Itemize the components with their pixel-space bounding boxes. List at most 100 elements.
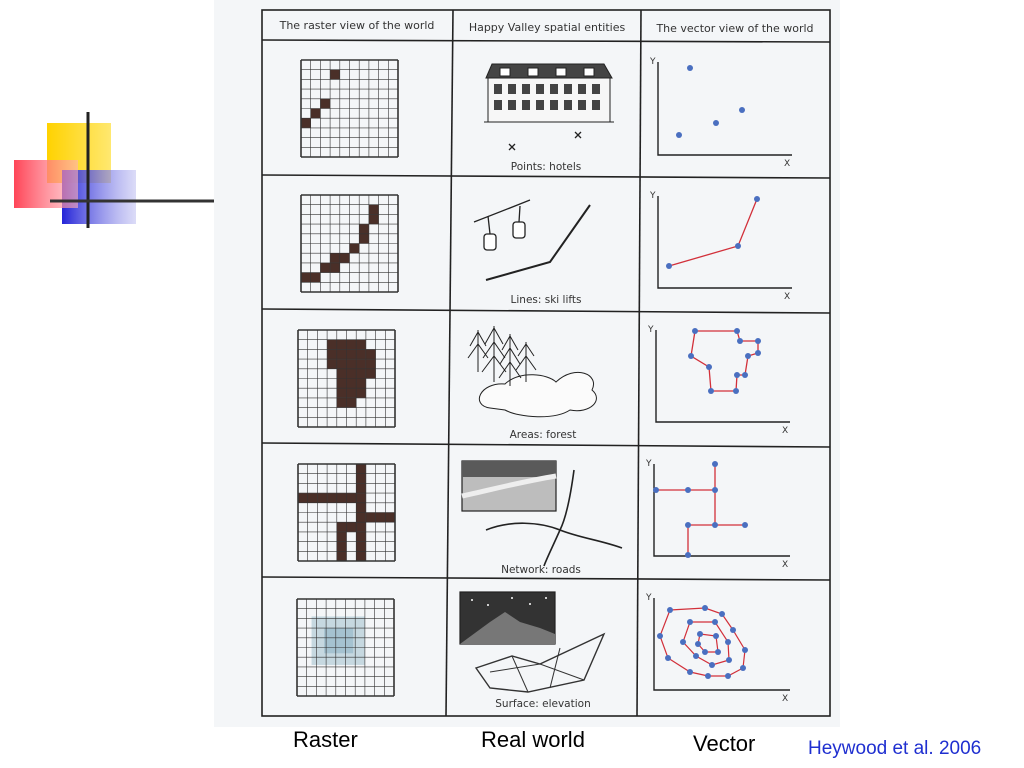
contour-vertex [657, 633, 663, 639]
slide-decoration [14, 112, 214, 228]
raster-cell-filled [346, 388, 357, 398]
raster-cell-filled [330, 69, 340, 80]
forest-illustration [467, 326, 597, 418]
raster-cell-filled [346, 378, 357, 389]
contour-vertex [705, 673, 711, 679]
vector-point [708, 388, 714, 394]
table-grid [261, 9, 831, 717]
caption-points-hotels: Points: hotels [511, 161, 581, 173]
raster-cell-filled [356, 359, 366, 369]
vector-point [685, 552, 691, 558]
caption-lines-ski-lifts: Lines: ski lifts [511, 294, 582, 306]
vector-point [755, 338, 761, 344]
raster-grid-lines [300, 194, 399, 293]
raster-cell-filled [368, 214, 379, 225]
raster-cell-filled [307, 493, 318, 503]
vector-point [685, 522, 691, 528]
raster-cell-filled [356, 378, 366, 389]
contour-vertex [667, 607, 673, 613]
raster-cell-filled [356, 522, 366, 532]
axis-x-label: X [782, 560, 788, 570]
raster-cell-filled [301, 272, 311, 283]
axis-y-label: Y [649, 57, 656, 67]
raster-cell-filled [320, 98, 331, 109]
vector-point [687, 65, 693, 71]
raster-cell-filled [336, 397, 347, 408]
vector-point [754, 196, 760, 202]
raster-cell-filled [356, 493, 366, 503]
caption-surface-elevation: Surface: elevation [495, 698, 590, 710]
axis-x-label: X [784, 159, 790, 169]
raster-cell-filled [365, 368, 376, 379]
vector-point [745, 353, 751, 359]
raster-cell-filled [336, 359, 347, 369]
axis-y-label: Y [647, 325, 654, 335]
raster-cell-filled [368, 204, 379, 215]
raster-grid-areas [297, 329, 396, 428]
raster-cell-filled [336, 522, 347, 532]
vector-point [706, 364, 712, 370]
raster-cell-filled [356, 388, 366, 398]
raster-cell-filled [346, 359, 357, 369]
road-photo [461, 460, 557, 512]
vector-point [737, 338, 743, 344]
raster-cell-filled [298, 493, 308, 503]
raster-cell-filled [310, 108, 321, 119]
caption-network-roads: Network: roads [501, 564, 581, 576]
contour-vertex [740, 665, 746, 671]
raster-cell-filled [365, 512, 376, 523]
raster-cell-filled [327, 339, 337, 350]
raster-cell-filled [356, 502, 366, 513]
header-raster-view: The raster view of the world [279, 19, 435, 32]
raster-cell-filled [359, 224, 369, 234]
raster-cell-filled [330, 253, 340, 263]
raster-cell-filled [385, 512, 395, 523]
axis-y-label: Y [645, 459, 652, 469]
vector-point [676, 132, 682, 138]
contour-vertex [695, 641, 701, 647]
vector-axes [653, 598, 790, 691]
vector-point [712, 461, 718, 467]
vector-point [712, 522, 718, 528]
contour-vertex [693, 653, 699, 659]
vector-point [653, 487, 659, 493]
contour-vertex [713, 633, 719, 639]
raster-cell-filled [346, 368, 357, 379]
raster-cell-filled [356, 368, 366, 379]
raster-cell-filled [339, 253, 350, 263]
raster-cell-filled [327, 493, 337, 503]
raster-cell-filled [327, 359, 337, 369]
vector-axes [653, 464, 790, 557]
axis-y-label: Y [649, 191, 656, 201]
contour-vertex [702, 605, 708, 611]
contour-vertex [702, 649, 708, 655]
caption-areas-forest: Areas: forest [510, 429, 577, 441]
vector-point [742, 372, 748, 378]
raster-cell-filled [365, 359, 376, 369]
contour-vertex [715, 649, 721, 655]
contour-vertex [719, 611, 725, 617]
raster-grid-surface [296, 598, 395, 697]
label-vector: Vector [693, 731, 756, 756]
raster-cell-filled [336, 541, 347, 552]
raster-cell-filled [349, 243, 360, 254]
vector-point [712, 487, 718, 493]
vector-axes [655, 330, 790, 423]
raster-cell-filled [336, 349, 347, 360]
raster-cell-filled [336, 531, 347, 542]
label-raster: Raster [293, 727, 358, 752]
raster-cell-filled [336, 551, 347, 561]
raster-cell-filled [310, 272, 321, 283]
raster-grid-points [300, 59, 399, 158]
raster-cell-filled [330, 262, 340, 273]
raster-grid-network [297, 463, 396, 562]
raster-cell-filled [356, 473, 366, 484]
contour-vertex [712, 619, 718, 625]
raster-cell-filled [356, 531, 366, 542]
vector-plot-points: YX [649, 57, 792, 169]
raster-cell-filled [365, 349, 376, 360]
axis-x-label: X [782, 426, 788, 436]
contour-vertex [725, 673, 731, 679]
axis-y-label: Y [645, 593, 652, 603]
